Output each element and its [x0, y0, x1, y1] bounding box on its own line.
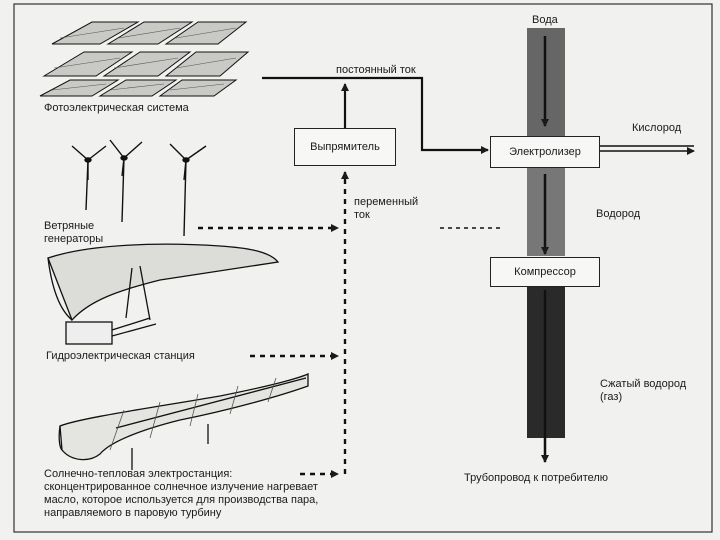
water-label: Вода	[532, 14, 558, 26]
rectifier-box: Выпрямитель	[294, 128, 396, 166]
electrolyzer-box: Электролизер	[490, 136, 600, 168]
rectifier-label: Выпрямитель	[310, 141, 380, 153]
hydro-station-label: Гидроэлектрическая станция	[46, 350, 195, 362]
pipeline-label: Трубопровод к потребителю	[464, 472, 609, 484]
hydrogen-label: Водород	[596, 208, 641, 220]
hydro-dam-illustration	[47, 243, 280, 345]
ac-label: переменный ток	[354, 196, 419, 221]
oxygen-label: Кислород	[632, 122, 682, 134]
dc-label: постоянный ток	[336, 64, 416, 76]
electrolyzer-label: Электролизер	[509, 146, 581, 158]
compressed-hydrogen-label: Сжатый водород (газ)	[600, 378, 687, 403]
frame-border	[13, 3, 713, 533]
solar-trough-illustration	[58, 373, 309, 470]
pv-panels-illustration	[39, 21, 250, 97]
solar-thermal-label: Солнечно-тепловая электростанция: сконце…	[44, 468, 319, 519]
wind-generators-label: Ветряные генераторы	[44, 220, 104, 245]
dc-line	[262, 76, 489, 154]
compressor-label: Компрессор	[514, 266, 576, 278]
pv-system-label: Фотоэлектрическая система	[44, 102, 189, 114]
compressor-box: Компрессор	[490, 257, 600, 287]
wind-turbines-illustration	[71, 139, 207, 237]
